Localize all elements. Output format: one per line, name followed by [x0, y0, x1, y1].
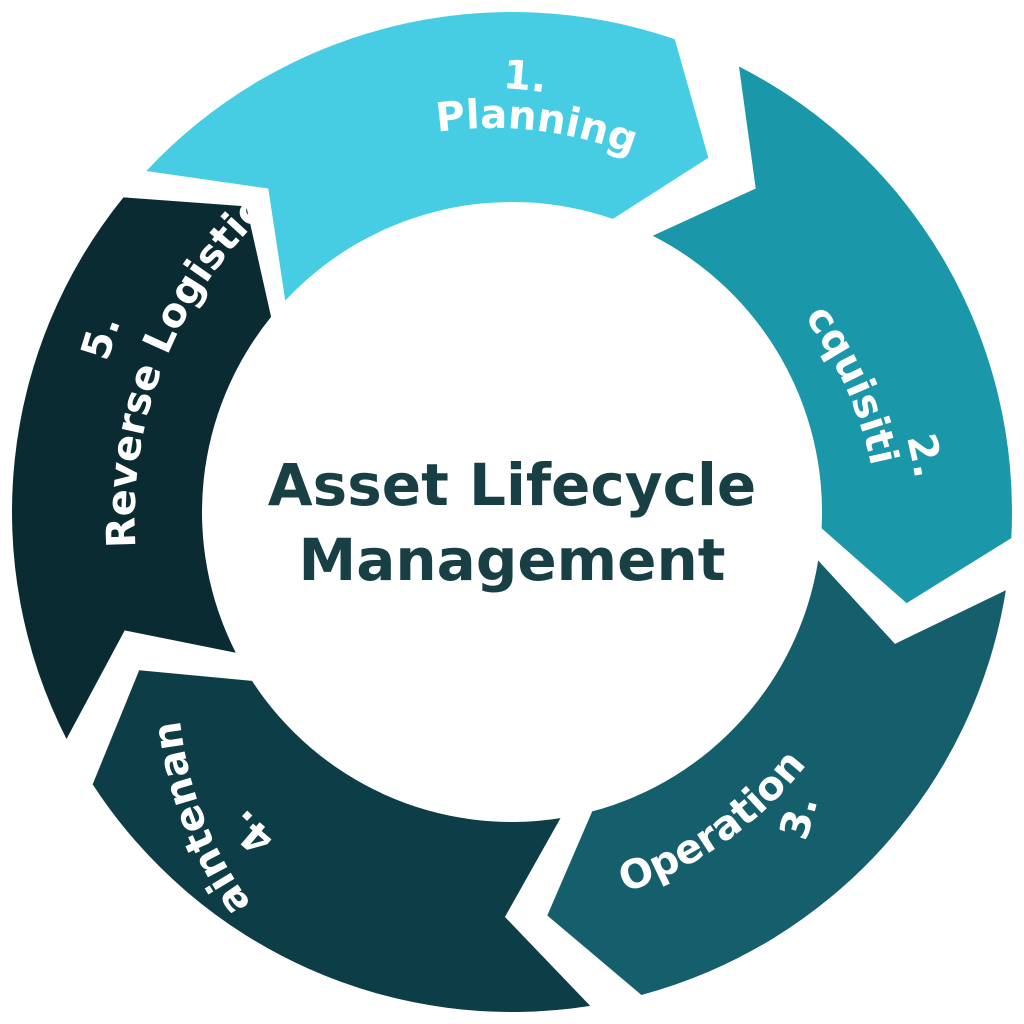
center-title: Asset Lifecycle Management — [268, 451, 756, 594]
stage-3-segment — [547, 560, 1006, 995]
stage-4-segment — [92, 670, 591, 1013]
stage-5-segment — [11, 197, 272, 739]
stage-1-number: 1. — [502, 52, 550, 102]
title-line-1: Asset Lifecycle — [268, 451, 756, 519]
stage-2-segment — [652, 66, 1012, 604]
stage-1-segment — [146, 12, 709, 301]
title-line-2: Management — [299, 526, 726, 594]
segment-group — [11, 12, 1012, 1013]
stage-2-number: 2. — [897, 429, 951, 481]
